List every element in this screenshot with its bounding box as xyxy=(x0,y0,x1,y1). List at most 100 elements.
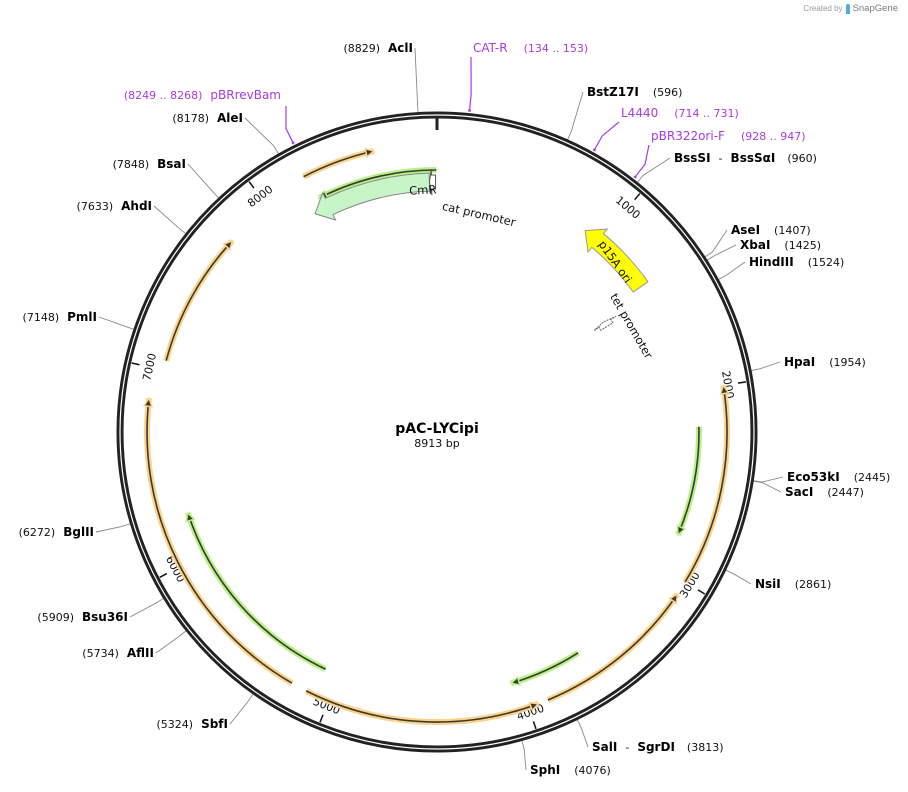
enzyme-name: SphI xyxy=(530,763,560,777)
orf-green[interactable] xyxy=(184,511,327,672)
enzyme-position: (1407) xyxy=(774,224,811,237)
enzyme-position: (5324) xyxy=(157,718,194,731)
enzyme-leader-line xyxy=(750,361,781,371)
primer-pbrrevbam[interactable]: pBRrevBam(8249 .. 8268) xyxy=(124,88,281,102)
orf-orange[interactable] xyxy=(682,383,730,584)
enzyme-position: (1425) xyxy=(784,239,821,252)
orf-arrowhead-icon xyxy=(222,239,234,251)
enzyme-position: (1524) xyxy=(808,256,845,269)
snapgene-credit: Created by SnapGene xyxy=(803,3,898,14)
enzyme-name: AhdI xyxy=(121,199,152,213)
enzyme-name: NsiI xyxy=(755,577,781,591)
enzyme-position: (8178) xyxy=(172,112,209,125)
tick-mark xyxy=(532,721,537,730)
enzyme-name: AflII xyxy=(127,646,154,660)
enzyme-position: (5734) xyxy=(82,647,119,660)
rep_origin-arrow-icon xyxy=(584,228,649,293)
enzyme-name: BsaI xyxy=(157,157,186,171)
enzyme-leader-line xyxy=(95,523,131,533)
orf-orange[interactable] xyxy=(302,147,376,180)
feature-label-cat-promoter: cat promoter xyxy=(441,199,517,230)
enzyme-ahdi[interactable]: AhdI (7633) xyxy=(77,199,152,213)
primer-site-mark xyxy=(291,141,295,145)
cds-arrow-icon xyxy=(314,172,431,221)
enzyme-sali[interactable]: SalI-SgrDI(3813) xyxy=(592,740,723,754)
orf-green[interactable] xyxy=(675,426,702,537)
primer-range: (8249 .. 8268) xyxy=(124,89,203,102)
enzyme-nsii[interactable]: NsiI(2861) xyxy=(755,577,831,591)
enzyme-asei[interactable]: AseI(1407) xyxy=(731,223,811,237)
enzyme-leader-line xyxy=(98,316,135,330)
primer-range: (928 .. 947) xyxy=(741,130,806,143)
enzyme-sbfi[interactable]: SbfI(5324) xyxy=(157,717,229,731)
feature-label-tet-promoter: tet promoter xyxy=(607,291,656,362)
enzyme-name: Bsu36I xyxy=(82,610,128,624)
enzyme-bsai[interactable]: BsaI (7848) xyxy=(113,157,186,171)
enzyme-pmli[interactable]: PmlI (7148) xyxy=(23,310,97,324)
snapgene-logo-icon xyxy=(845,3,850,14)
enzyme-aflii[interactable]: AflII (5734) xyxy=(82,646,154,660)
feature-tet-promoter[interactable] xyxy=(593,315,617,331)
primer-site-mark xyxy=(633,175,637,179)
enzyme-hpai[interactable]: HpaI(1954) xyxy=(784,355,866,369)
enzyme-leader-line xyxy=(187,163,220,199)
orf-arrowhead-icon xyxy=(528,701,540,712)
enzyme-sphi[interactable]: SphI (4076) xyxy=(530,763,611,777)
enzyme-position: (7148) xyxy=(23,311,60,324)
tick-mark xyxy=(159,572,168,578)
enzyme-name: AclI xyxy=(388,41,413,55)
enzyme-name: BssSI xyxy=(674,151,711,165)
feature-cmr[interactable] xyxy=(314,172,431,221)
enzyme-acli[interactable]: AclI(8829) xyxy=(343,41,413,55)
credit-brand: SnapGene xyxy=(852,3,898,14)
enzyme-eco53ki[interactable]: Eco53kI(2445) xyxy=(787,470,890,484)
feature-cat-promoter[interactable] xyxy=(428,168,437,196)
orf-arrowhead-icon xyxy=(185,511,196,523)
orf-arcs xyxy=(142,147,730,725)
orf-orange[interactable] xyxy=(304,688,540,725)
primer-cat-r[interactable]: CAT-R(134 .. 153) xyxy=(473,41,588,55)
enzyme-leader-line xyxy=(718,261,746,280)
primer-name: CAT-R xyxy=(473,41,508,55)
enzyme-bstz17i[interactable]: BstZ17I(596) xyxy=(587,85,682,99)
orf-arrowhead-icon xyxy=(668,592,679,605)
orf-orange[interactable] xyxy=(546,592,680,703)
enzyme-separator: - xyxy=(719,152,723,165)
enzyme-leader-line xyxy=(244,117,279,155)
primer-leader-line xyxy=(593,121,620,151)
enzyme-position: (7848) xyxy=(113,158,150,171)
enzyme-leader-line xyxy=(576,719,589,748)
enzyme-leader-line xyxy=(704,229,728,258)
primer-pbr322ori-f[interactable]: pBR322ori-F(928 .. 947) xyxy=(651,129,806,143)
orf-arrowhead-icon xyxy=(509,675,521,686)
tick-label: 1000 xyxy=(613,194,643,222)
feature-p15a-ori[interactable] xyxy=(584,228,649,293)
orf-orange[interactable] xyxy=(142,396,294,686)
primer-l4440[interactable]: L4440(714 .. 731) xyxy=(621,106,739,120)
primer-name: L4440 xyxy=(621,106,658,120)
enzyme-position: (4076) xyxy=(574,764,611,777)
orf-orange[interactable] xyxy=(163,238,235,362)
enzyme-name: SalI xyxy=(592,740,617,754)
enzyme-name: AleI xyxy=(217,111,243,125)
enzyme-bglii[interactable]: BglII(6272) xyxy=(19,525,94,539)
enzyme-name: XbaI xyxy=(740,238,770,252)
enzyme-bsu36i[interactable]: Bsu36I(5909) xyxy=(37,610,128,624)
orf-arrowhead-icon xyxy=(719,383,730,396)
enzyme-position: (7633) xyxy=(77,200,114,213)
enzyme-alei[interactable]: AleI (8178) xyxy=(172,111,243,125)
orf-green[interactable] xyxy=(509,650,580,687)
enzyme-name: SacI xyxy=(785,485,813,499)
enzyme-name: PmlI xyxy=(67,310,97,324)
enzyme-position: (3813) xyxy=(687,741,724,754)
enzyme-hindiii[interactable]: HindIII(1524) xyxy=(749,255,844,269)
tick-mark xyxy=(248,181,255,189)
backbone-inner-line xyxy=(119,114,755,750)
tick-label: 7000 xyxy=(140,352,159,382)
enzyme-xbai[interactable]: XbaI (1425) xyxy=(740,238,821,252)
enzyme-bsssi[interactable]: BssSI-BssSαI(960) xyxy=(674,151,817,165)
enzyme-leader-line xyxy=(637,157,671,183)
enzyme-saci[interactable]: SacI(2447) xyxy=(785,485,864,499)
